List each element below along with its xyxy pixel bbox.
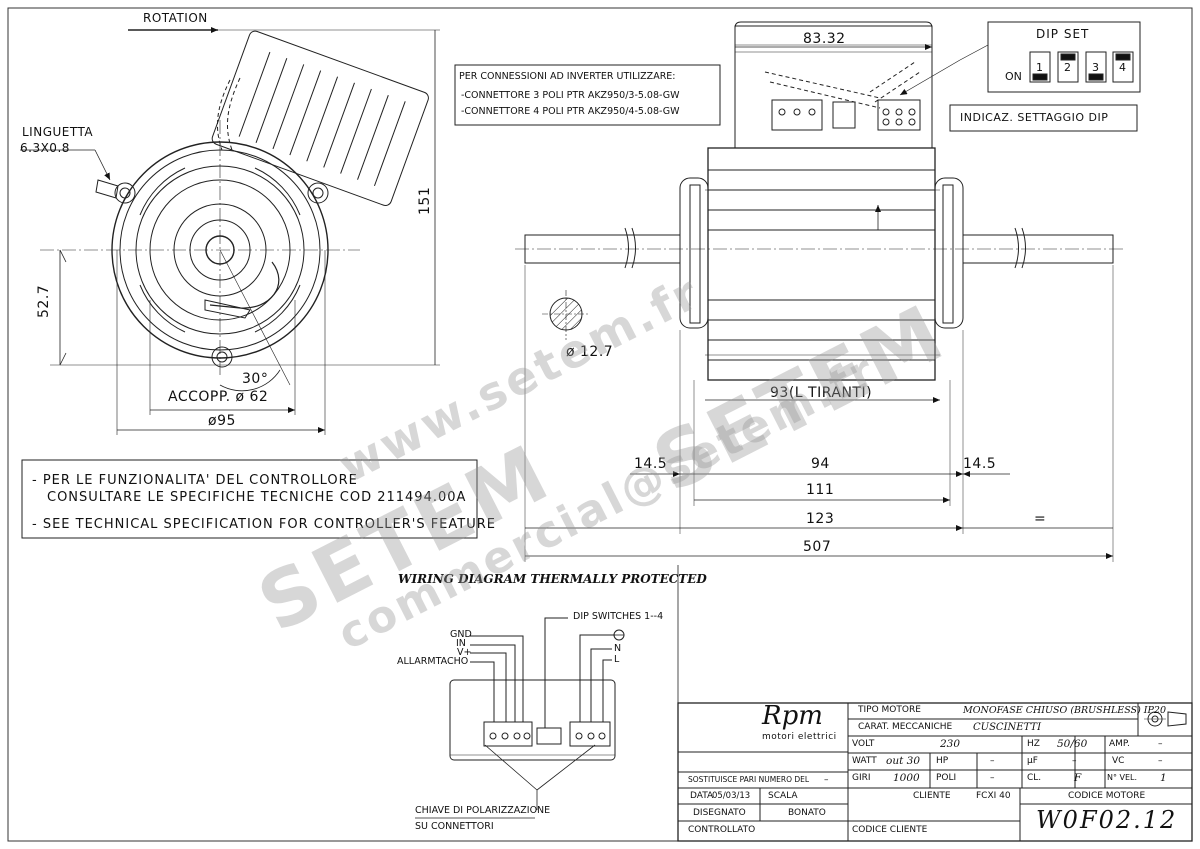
hz-label: HZ (1027, 739, 1040, 749)
dim-94: 94 (811, 456, 830, 472)
dim-diameter-95: ø95 (208, 413, 236, 429)
side-view (515, 21, 1125, 562)
inverter-note-title: PER CONNESSIONI AD INVERTER UTILIZZARE: (459, 71, 676, 82)
wiring-l: L (614, 654, 620, 665)
logo-subtitle: motori elettrici (762, 732, 837, 742)
poli-label: POLI (936, 773, 957, 783)
title-block-grid (677, 702, 1193, 842)
poli-value: – (990, 773, 995, 783)
carat-value: CUSCINETTI (973, 722, 1042, 733)
carat-label: CARAT. MECCANICHE (858, 722, 953, 732)
data-value: 05/03/13 (712, 791, 751, 801)
wiring-gnd: GND (450, 629, 472, 640)
codice-motore-value: W0F02.12 (1036, 806, 1178, 834)
vc-value: – (1158, 756, 1163, 766)
tipo-motore-value: MONOFASE CHIUSO (BRUSHLESS) IP20 (963, 705, 1167, 716)
dip-caption: INDICAZ. SETTAGGIO DIP (960, 111, 1109, 124)
inverter-note-line1: -CONNETTORE 3 POLI PTR AKZ950/3-5.08-GW (461, 90, 680, 101)
scala-label: SCALA (768, 791, 798, 801)
data-label: DATA (690, 791, 714, 801)
dip-set-title: DIP SET (1036, 27, 1090, 41)
dip-on-label: ON (1005, 70, 1022, 83)
controller-note-line1: - PER LE FUNZIONALITA' DEL CONTROLLORE (32, 473, 358, 488)
disegnato-value: BONATO (788, 808, 826, 818)
hp-value: – (990, 756, 995, 766)
giri-value: 1000 (893, 772, 920, 784)
dim-151: 151 (417, 186, 433, 215)
wiring-alarm: ALLARMTACHO (397, 656, 469, 667)
codice-cliente-label: CODICE CLIENTE (852, 825, 928, 835)
nvel-value: 1 (1160, 772, 1167, 784)
sostituisce-label: SOSTITUISCE PARI NUMERO DEL (688, 775, 810, 784)
dim-111: 111 (806, 482, 835, 498)
front-view (20, 27, 440, 435)
controller-note-line3: - SEE TECHNICAL SPECIFICATION FOR CONTRO… (32, 517, 496, 532)
controllato-label: CONTROLLATO (688, 825, 756, 835)
tipo-motore-label: TIPO MOTORE (858, 705, 921, 715)
dim-tie-rods: 93(L TIRANTI) (770, 385, 873, 401)
hz-value: 50/60 (1057, 738, 1088, 750)
cliente-label: CLIENTE (913, 791, 951, 801)
wiring-in: IN (456, 638, 466, 649)
amp-label: AMP. (1109, 739, 1130, 749)
nvel-label: N° VEL. (1107, 773, 1138, 782)
wiring-key-line2: SU CONNETTORI (415, 821, 494, 832)
cl-label: CL. (1027, 773, 1042, 783)
wiring-n: N (614, 643, 622, 654)
codice-motore-label: CODICE MOTORE (1068, 791, 1146, 801)
dip-switch-1: 1 (1036, 61, 1043, 74)
watt-value: out 30 (886, 755, 921, 767)
dip-switch-4: 4 (1119, 61, 1126, 74)
wiring-diagram (415, 565, 679, 819)
dip-set-diagram (899, 21, 1141, 132)
linguetta-size: 6.3X0.8 (20, 141, 70, 155)
dim-equal: = (1034, 511, 1047, 527)
uf-value: – (1072, 756, 1077, 766)
dim-accopp: ACCOPP. ø 62 (168, 389, 269, 405)
volt-value: 230 (940, 738, 961, 750)
wiring-title: WIRING DIAGRAM THERMALLY PROTECTED (398, 572, 707, 586)
dim-83-32: 83.32 (803, 31, 846, 47)
hp-label: HP (936, 756, 949, 766)
inverter-note-box (454, 64, 721, 126)
disegnato-label: DISEGNATO (693, 808, 746, 818)
wiring-dip-label: DIP SWITCHES 1--4 (573, 611, 664, 622)
dim-14-5-left: 14.5 (634, 456, 668, 472)
dim-507: 507 (803, 539, 832, 555)
amp-value: – (1158, 739, 1163, 749)
rotation-label: ROTATION (143, 11, 208, 25)
dip-switch-2: 2 (1064, 61, 1071, 74)
controller-note-box (21, 459, 478, 539)
dim-angle: 30° (242, 371, 269, 387)
logo: Rpm (762, 701, 823, 731)
wiring-key-line1: CHIAVE DI POLARIZZAZIONE (415, 805, 551, 816)
dim-123: 123 (806, 511, 835, 527)
vc-label: VC (1112, 756, 1125, 766)
giri-label: GIRI (852, 773, 871, 783)
dim-14-5-right: 14.5 (963, 456, 997, 472)
linguetta-label: LINGUETTA (22, 125, 94, 139)
watt-label: WATT (852, 756, 877, 766)
sheet-border (7, 7, 1193, 842)
dim-52-7: 52.7 (36, 284, 52, 318)
sostituisce-value: – (824, 775, 829, 785)
uf-label: µF (1027, 756, 1038, 766)
dim-shaft-diameter: ø 12.7 (566, 344, 614, 360)
cliente-value: FCXI 40 (976, 791, 1011, 801)
dip-switch-3: 3 (1092, 61, 1099, 74)
controller-note-line2: CONSULTARE LE SPECIFICHE TECNICHE COD 21… (47, 490, 467, 505)
wiring-vplus: V+ (457, 647, 472, 658)
cl-value: F (1074, 772, 1082, 784)
inverter-note-line2: -CONNETTORE 4 POLI PTR AKZ950/4-5.08-GW (461, 106, 680, 117)
volt-label: VOLT (852, 739, 875, 749)
